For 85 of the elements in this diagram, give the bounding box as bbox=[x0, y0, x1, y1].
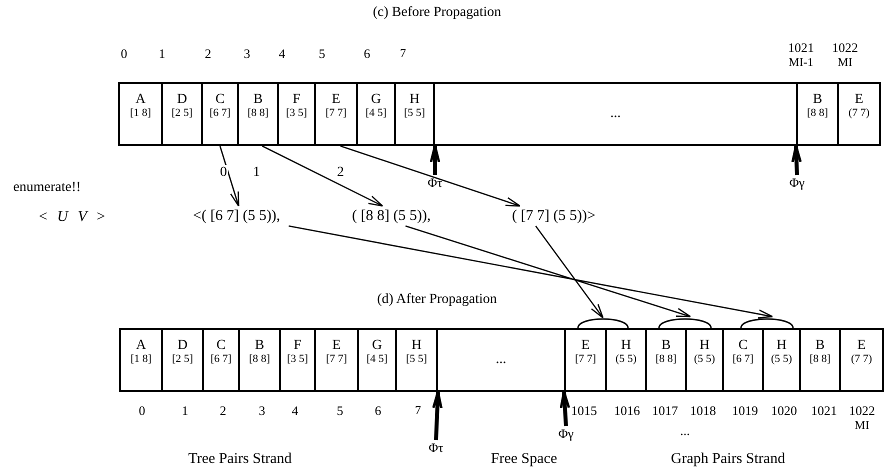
index-number: 1 bbox=[182, 403, 188, 418]
pair-tuple: ( [8 8] (5 5)), bbox=[352, 206, 505, 226]
region-label: Free Space bbox=[490, 452, 558, 467]
free-space-cell: ... bbox=[433, 82, 798, 146]
pair-tuple: <( [6 7] (5 5)), bbox=[193, 206, 345, 226]
memory-cell: D [2 5] bbox=[161, 328, 204, 392]
index-number: 6 bbox=[364, 46, 370, 61]
memory-cell: C [6 7] bbox=[202, 328, 240, 392]
memory-cell: H [5 5] bbox=[394, 82, 435, 146]
region-label: Tree Pairs Strand bbox=[188, 452, 292, 467]
index-number: 1021 bbox=[811, 403, 837, 418]
memory-cell: B [8 8] bbox=[238, 328, 281, 392]
arrow bbox=[288, 225, 774, 319]
index-number: 1020 bbox=[771, 403, 797, 418]
pointer-label: Φτ bbox=[423, 440, 449, 456]
memory-cell: E [7 7] bbox=[314, 82, 358, 146]
pointer-label: Φγ bbox=[553, 426, 579, 442]
arrow bbox=[405, 225, 692, 318]
memory-cell: G [4 5] bbox=[356, 82, 396, 146]
ellipsis: ... bbox=[680, 423, 690, 438]
index-number: 5 bbox=[336, 403, 344, 418]
annotation-text: enumerate!! bbox=[13, 180, 81, 195]
index-number: 0 bbox=[138, 403, 146, 418]
index-number: 1022 bbox=[832, 40, 858, 55]
memory-cell: A [1 8] bbox=[118, 82, 163, 146]
panel-title: (c) Before Propagation bbox=[372, 5, 502, 20]
memory-cell: B [8 8] bbox=[645, 328, 687, 392]
panel-title: (d) After Propagation bbox=[377, 292, 497, 307]
pointer-arrow bbox=[432, 390, 443, 440]
index-number: 3 bbox=[258, 403, 266, 418]
arrow bbox=[340, 145, 521, 207]
index-number: 1022 bbox=[849, 403, 875, 418]
index-number: 3 bbox=[244, 46, 250, 61]
index-number: 7 bbox=[400, 46, 406, 61]
index-number: 7 bbox=[415, 403, 421, 418]
index-name: MI bbox=[838, 55, 852, 70]
memory-cell: E (7 7) bbox=[839, 328, 884, 392]
memory-cell: E [7 7] bbox=[564, 328, 607, 392]
index-number: 4 bbox=[278, 46, 286, 61]
pointer-arrow bbox=[430, 144, 440, 175]
memory-cell: C [6 7] bbox=[201, 82, 239, 146]
index-number: 1015 bbox=[571, 403, 597, 418]
memory-cell: E (7 7) bbox=[837, 82, 881, 146]
memory-cell: E [7 7] bbox=[314, 328, 359, 392]
region-label: Graph Pairs Strand bbox=[670, 452, 786, 467]
index-number: 2 bbox=[204, 46, 212, 61]
index-number: 1017 bbox=[652, 403, 678, 418]
index-number: 1019 bbox=[732, 403, 758, 418]
free-space-cell: ... bbox=[436, 328, 566, 392]
pointer-label: Φγ bbox=[783, 175, 811, 191]
pair-arc bbox=[658, 316, 712, 328]
pair-arc bbox=[740, 316, 794, 328]
index-number: 6 bbox=[374, 403, 382, 418]
memory-cell: H [5 5] bbox=[395, 328, 438, 392]
pointer-arrow bbox=[791, 144, 802, 176]
index-name: MI-1 bbox=[788, 55, 814, 70]
memory-cell: F [3 5] bbox=[279, 328, 316, 392]
pair-tuple: ( [7 7] (5 5))> bbox=[512, 206, 670, 226]
index-number: 1016 bbox=[614, 403, 640, 418]
index-number: 1018 bbox=[690, 403, 716, 418]
memory-cell: C [6 7] bbox=[722, 328, 764, 392]
pointer-label: Φτ bbox=[421, 175, 449, 191]
pair-arc bbox=[577, 316, 629, 328]
memory-cell: H (5 5) bbox=[685, 328, 724, 392]
index-number: 5 bbox=[318, 46, 326, 61]
arrow bbox=[535, 226, 604, 318]
memory-cell: H (5 5) bbox=[762, 328, 801, 392]
index-number: 4 bbox=[292, 403, 298, 418]
index-number: 1021 bbox=[788, 40, 814, 55]
arrow bbox=[219, 146, 240, 207]
index-name: MI bbox=[854, 418, 870, 433]
axis-tuple-label: < U V > bbox=[38, 210, 106, 225]
arrow bbox=[262, 145, 384, 207]
index-number: 2 bbox=[220, 403, 226, 418]
index-number: 1 bbox=[158, 46, 166, 61]
memory-cell: F [3 5] bbox=[277, 82, 316, 146]
memory-cell: B [8 8] bbox=[799, 328, 841, 392]
memory-cell: G [4 5] bbox=[357, 328, 397, 392]
memory-cell: H (5 5) bbox=[605, 328, 647, 392]
memory-cell: B [8 8] bbox=[796, 82, 839, 146]
memory-cell: D [2 5] bbox=[161, 82, 203, 146]
pointer-arrow bbox=[560, 390, 570, 426]
memory-cell: B [8 8] bbox=[237, 82, 279, 146]
index-number: 0 bbox=[120, 46, 128, 61]
memory-cell: A [1 8] bbox=[119, 328, 163, 392]
